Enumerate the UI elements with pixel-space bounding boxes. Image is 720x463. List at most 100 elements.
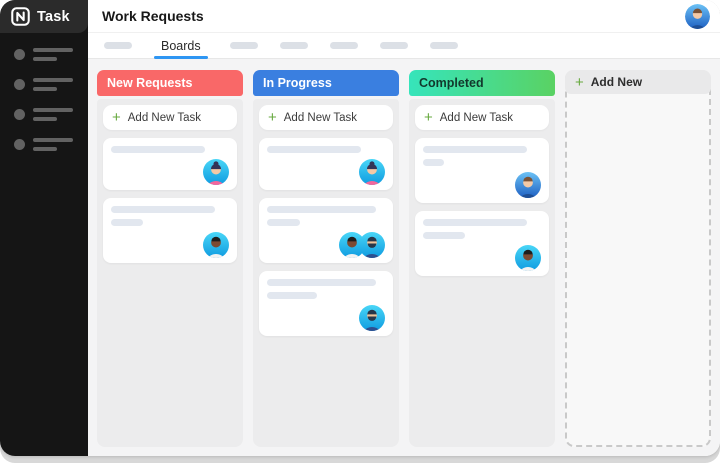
task-text-placeholder: [267, 206, 376, 213]
column-header-completed: Completed: [409, 70, 555, 96]
avatar-man-beard: [359, 232, 385, 258]
menu-item-icon-placeholder: [14, 79, 25, 90]
task-text-placeholder: [423, 232, 466, 239]
column-new-requests: New Requests + Add New Task: [97, 70, 243, 447]
placeholder-line: [33, 147, 57, 151]
placeholder-line: [33, 48, 73, 52]
column-body-new-requests: + Add New Task: [97, 99, 243, 447]
column-title: New Requests: [107, 76, 193, 90]
task-assignees: [423, 245, 541, 271]
task-text-placeholder: [267, 146, 362, 153]
board: New Requests + Add New Task In Progress + Add…: [88, 59, 720, 456]
column-body-in-progress: + Add New Task: [253, 99, 399, 447]
active-tab-label: Boards: [161, 38, 201, 53]
column-in-progress: In Progress + Add New Task: [253, 70, 399, 447]
task-assignees: [111, 232, 229, 258]
menu-item-label-placeholder: [33, 108, 73, 121]
active-tab-underline: [154, 55, 208, 59]
task-text-placeholder: [111, 219, 143, 226]
menu-item-label-placeholder: [33, 78, 73, 91]
task-text-placeholder: [267, 279, 376, 286]
add-new-task-label: Add New Task: [283, 111, 358, 124]
task-text-placeholder: [111, 206, 215, 213]
column-title: In Progress: [263, 76, 332, 90]
app-logo[interactable]: Task: [0, 0, 88, 33]
avatar-man-light: [515, 172, 541, 198]
add-new-task-button[interactable]: + Add New Task: [415, 105, 549, 130]
main-content: Work Requests Boards New Requests + Add Ne…: [88, 0, 720, 456]
task-card[interactable]: [259, 198, 393, 263]
column-title: Completed: [419, 76, 484, 90]
board-columns: New Requests + Add New Task In Progress + Add…: [97, 70, 555, 456]
task-text-placeholder: [111, 146, 206, 153]
sidebar-menu-item[interactable]: [14, 48, 88, 61]
add-new-task-label: Add New Task: [127, 111, 202, 124]
menu-item-label-placeholder: [33, 138, 73, 151]
sidebar-menu-item[interactable]: [14, 138, 88, 151]
tab-placeholder[interactable]: [379, 42, 408, 49]
sidebar: Task: [0, 0, 88, 456]
header: Work Requests: [88, 0, 720, 33]
tab-placeholder[interactable]: [229, 42, 258, 49]
placeholder-line: [33, 78, 73, 82]
task-assignees: [267, 232, 385, 258]
placeholder-line: [33, 138, 73, 142]
avatar-woman-bun: [359, 159, 385, 185]
sidebar-menu-item[interactable]: [14, 78, 88, 91]
placeholder-line: [33, 57, 57, 61]
add-new-column[interactable]: + Add New: [565, 70, 711, 447]
menu-item-icon-placeholder: [14, 109, 25, 120]
tab-placeholder[interactable]: [329, 42, 358, 49]
task-text-placeholder: [423, 159, 445, 166]
avatar-man-dark: [339, 232, 365, 258]
task-card[interactable]: [259, 138, 393, 190]
sidebar-menu-item[interactable]: [14, 108, 88, 121]
avatar-man-dark: [203, 232, 229, 258]
tab-boards[interactable]: Boards: [154, 33, 208, 59]
placeholder-line: [33, 117, 57, 121]
avatar-man-dark: [515, 245, 541, 271]
column-completed: Completed + Add New Task: [409, 70, 555, 447]
task-assignees: [267, 159, 385, 185]
sidebar-menu: [0, 33, 88, 168]
tab-placeholder[interactable]: [429, 42, 458, 49]
plus-icon: +: [424, 109, 433, 126]
task-text-placeholder: [423, 146, 527, 153]
add-new-task-label: Add New Task: [439, 111, 514, 124]
placeholder-line: [33, 108, 73, 112]
plus-icon: +: [268, 109, 277, 126]
user-avatar[interactable]: [685, 3, 710, 29]
column-header-new-requests: New Requests: [97, 70, 243, 96]
task-card[interactable]: [103, 138, 237, 190]
tab-bar: Boards: [88, 33, 720, 59]
add-new-task-button[interactable]: + Add New Task: [103, 105, 237, 130]
task-assignees: [267, 305, 385, 331]
ntask-logo-icon: [11, 7, 30, 26]
tab-placeholder[interactable]: [279, 42, 308, 49]
add-new-task-button[interactable]: + Add New Task: [259, 105, 393, 130]
task-assignees: [111, 159, 229, 185]
logo-text: Task: [37, 8, 70, 25]
task-assignees: [423, 172, 541, 198]
plus-icon: +: [112, 109, 121, 126]
task-card[interactable]: [259, 271, 393, 336]
plus-icon: +: [575, 73, 584, 91]
column-header-in-progress: In Progress: [253, 70, 399, 96]
task-text-placeholder: [423, 219, 527, 226]
menu-item-icon-placeholder: [14, 139, 25, 150]
column-body-completed: + Add New Task: [409, 99, 555, 447]
task-card[interactable]: [415, 138, 549, 203]
add-new-column-label: Add New: [590, 75, 643, 89]
task-card[interactable]: [103, 198, 237, 263]
placeholder-line: [33, 87, 57, 91]
tab-placeholder[interactable]: [104, 42, 132, 49]
avatar-woman-bun: [203, 159, 229, 185]
task-text-placeholder: [267, 292, 317, 299]
page-title: Work Requests: [102, 8, 204, 24]
task-card[interactable]: [415, 211, 549, 276]
task-text-placeholder: [267, 219, 301, 226]
add-new-column-header: + Add New: [565, 70, 711, 94]
menu-item-icon-placeholder: [14, 49, 25, 60]
menu-item-label-placeholder: [33, 48, 73, 61]
